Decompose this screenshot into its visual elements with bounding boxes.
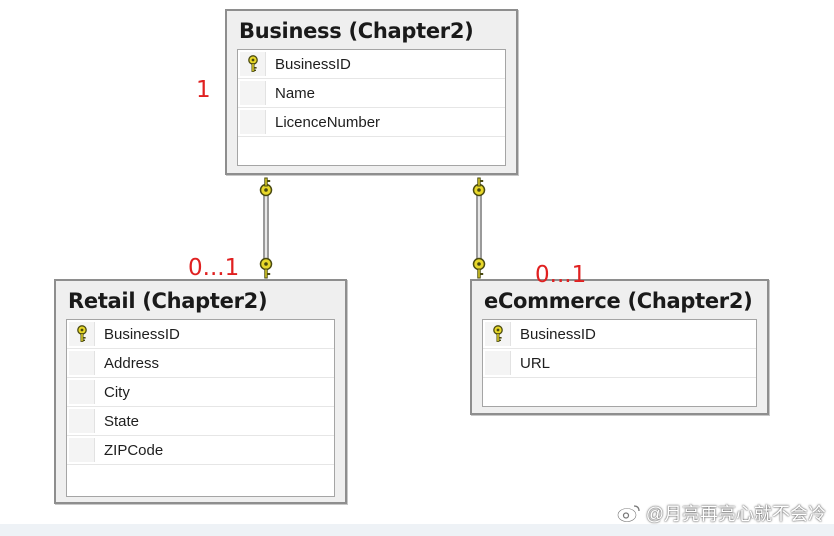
column-grid: BusinessID Address City State ZIPCode	[66, 319, 335, 497]
column-name: Name	[275, 85, 316, 102]
cardinality-retail: 0...1	[188, 255, 240, 281]
column-row[interactable]: BusinessID	[238, 50, 505, 79]
column-grid: BusinessID Name LicenceNumber	[237, 49, 506, 166]
row-selector[interactable]	[69, 438, 95, 462]
column-name: Address	[104, 355, 160, 372]
column-name: BusinessID	[275, 56, 351, 73]
weibo-icon	[616, 505, 640, 523]
column-row[interactable]: URL	[483, 349, 756, 378]
column-grid: BusinessID URL	[482, 319, 757, 407]
column-row[interactable]: State	[67, 407, 334, 436]
key-icon	[259, 257, 273, 279]
column-row[interactable]: BusinessID	[67, 320, 334, 349]
table-retail[interactable]: Retail (Chapter2) BusinessID Address Cit…	[54, 279, 347, 504]
column-row[interactable]: BusinessID	[483, 320, 756, 349]
relationship-business-retail[interactable]	[263, 193, 269, 262]
column-name: BusinessID	[520, 326, 596, 343]
key-icon	[472, 177, 486, 197]
table-ecommerce[interactable]: eCommerce (Chapter2) BusinessID URL	[470, 279, 769, 415]
key-icon	[493, 325, 503, 342]
key-icon	[472, 257, 486, 279]
column-name: URL	[520, 355, 551, 372]
key-icon	[77, 325, 87, 342]
table-title: Business (Chapter2)	[239, 19, 474, 43]
page-footer-band	[0, 524, 834, 536]
table-title: eCommerce (Chapter2)	[484, 289, 753, 313]
column-name: LicenceNumber	[275, 114, 381, 131]
table-title: Retail (Chapter2)	[68, 289, 268, 313]
row-selector[interactable]	[485, 351, 511, 375]
relationship-business-ecommerce[interactable]	[476, 193, 482, 262]
column-row[interactable]: LicenceNumber	[238, 108, 505, 137]
column-name: ZIPCode	[104, 442, 164, 459]
cardinality-business: 1	[196, 77, 211, 103]
row-selector[interactable]	[240, 110, 266, 134]
column-name: State	[104, 413, 140, 430]
watermark: @月亮再亮心就不会冷	[616, 500, 826, 526]
row-selector[interactable]	[69, 380, 95, 404]
column-row[interactable]: City	[67, 378, 334, 407]
column-row[interactable]: Address	[67, 349, 334, 378]
row-selector[interactable]	[69, 409, 95, 433]
column-row[interactable]: ZIPCode	[67, 436, 334, 465]
column-row[interactable]: Name	[238, 79, 505, 108]
row-selector[interactable]	[69, 351, 95, 375]
row-selector[interactable]	[240, 81, 266, 105]
table-business[interactable]: Business (Chapter2) BusinessID Name Lice…	[225, 9, 518, 175]
key-icon	[259, 177, 273, 197]
column-name: City	[104, 384, 130, 401]
cardinality-ecommerce: 0...1	[535, 262, 587, 288]
key-icon	[248, 55, 258, 72]
column-name: BusinessID	[104, 326, 180, 343]
watermark-text: @月亮再亮心就不会冷	[645, 504, 826, 524]
